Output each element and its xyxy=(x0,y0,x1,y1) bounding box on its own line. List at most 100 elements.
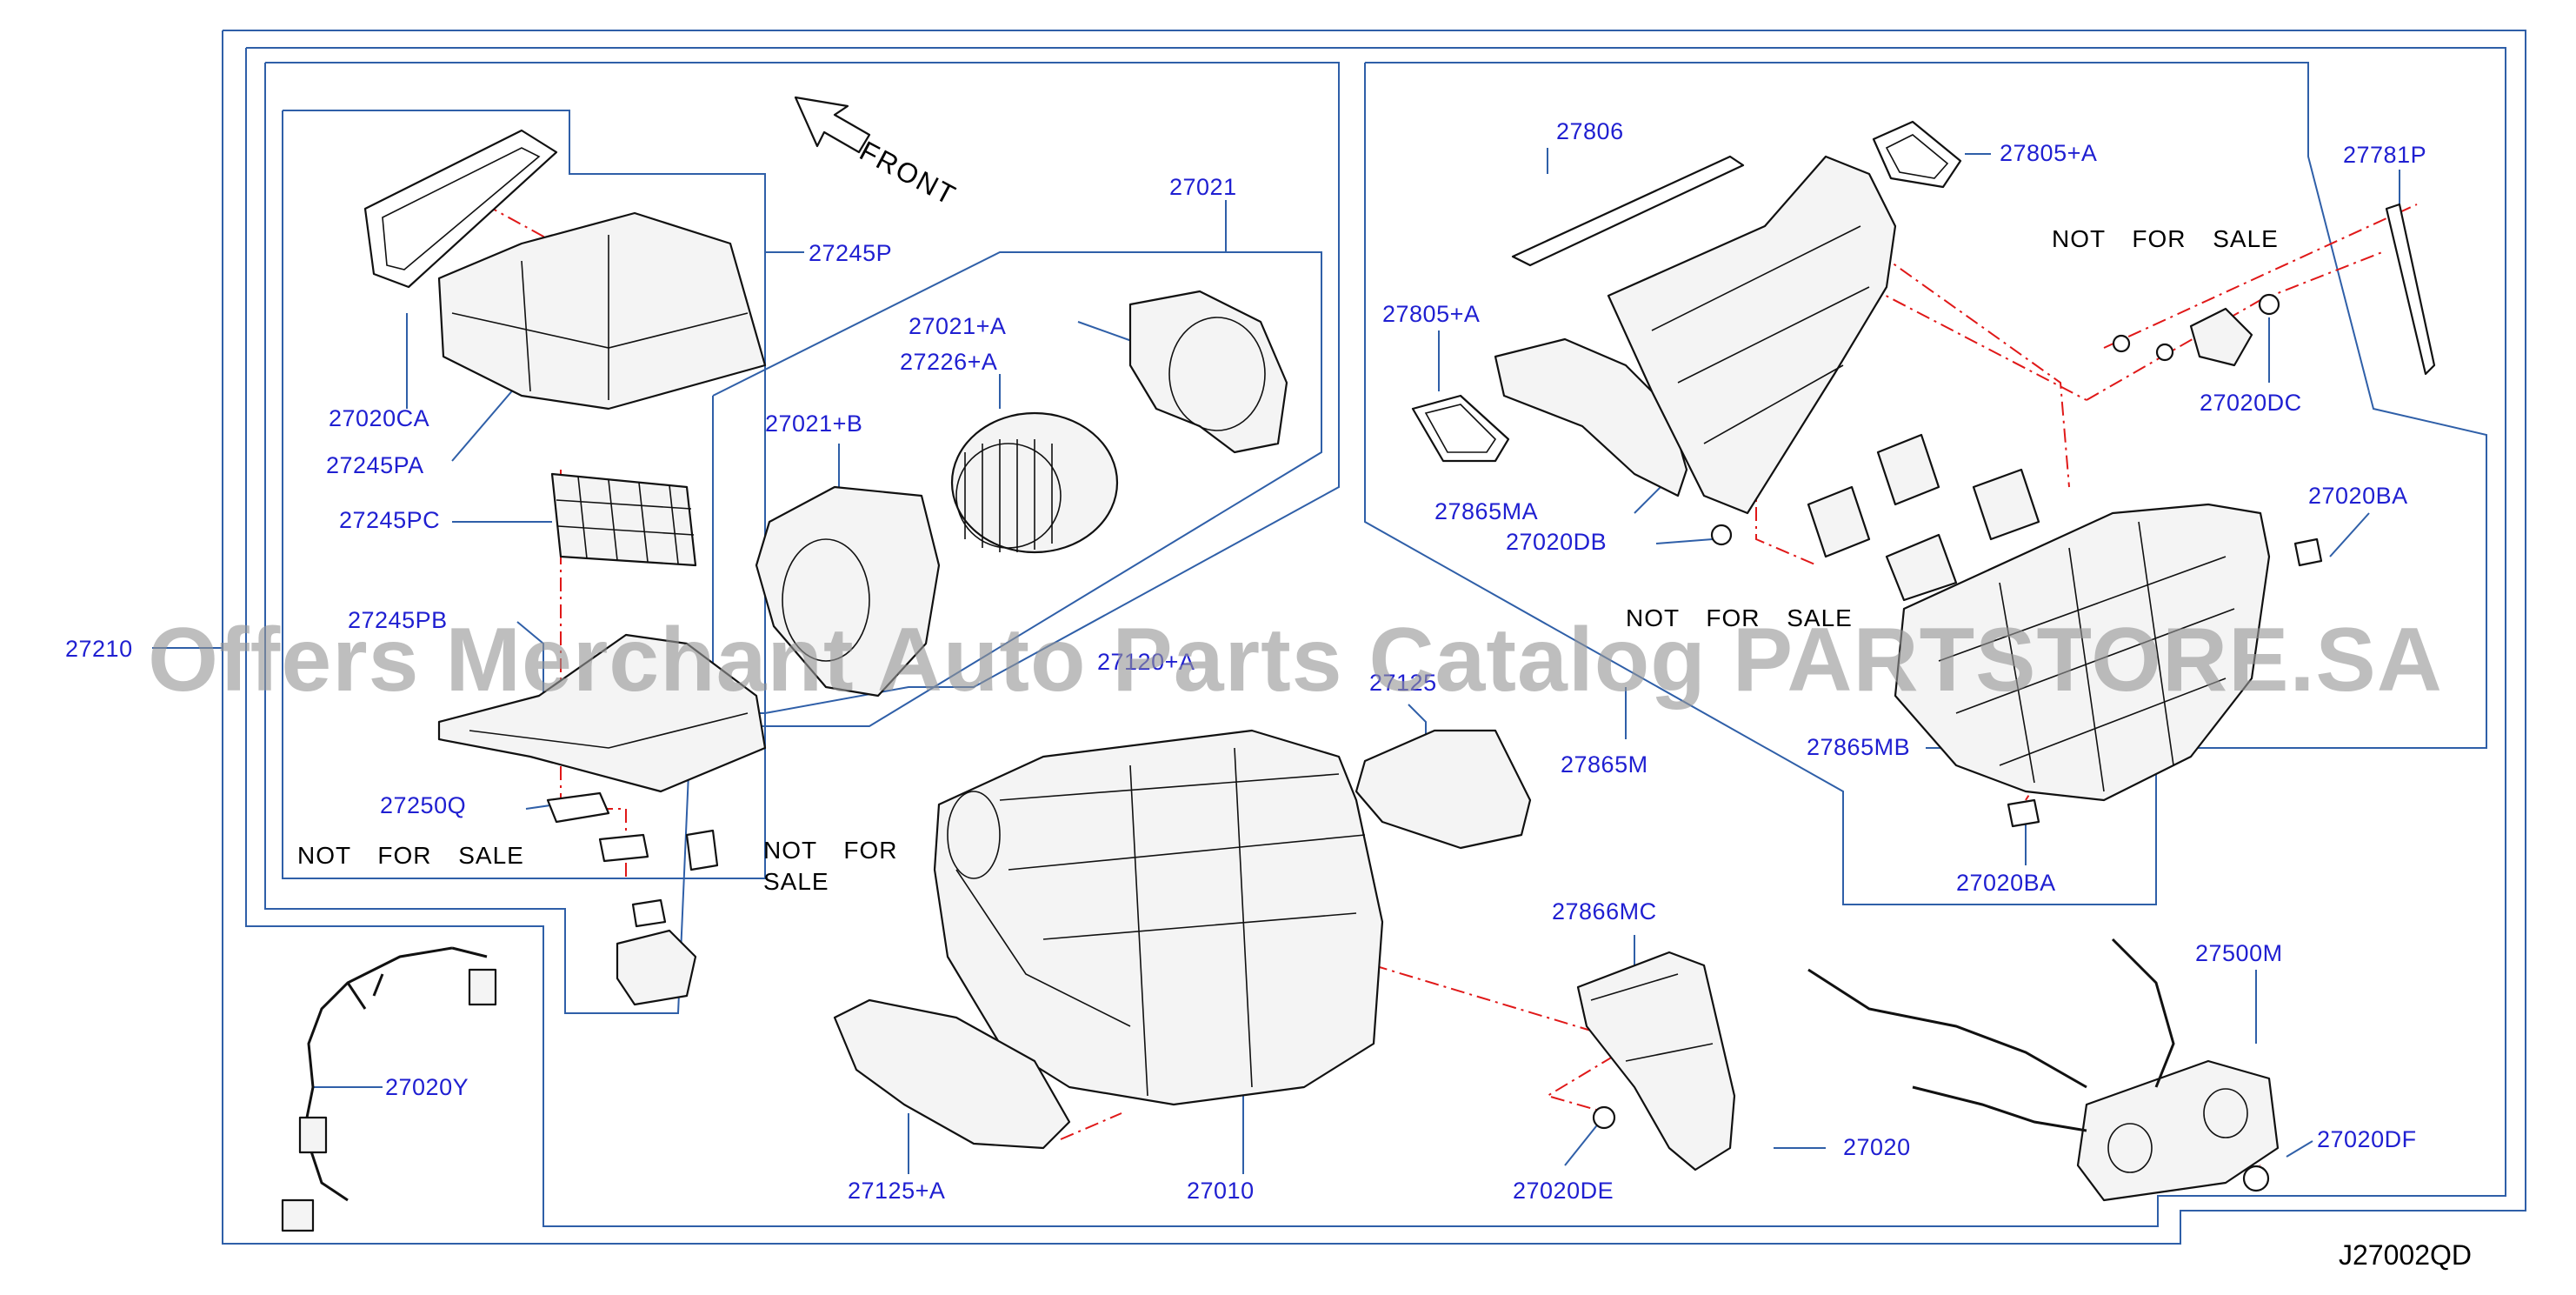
label-27120A: 27120+A xyxy=(1097,649,1195,675)
door-flap-icon xyxy=(1876,433,1940,506)
harness-27020Y-icon xyxy=(303,946,488,1202)
leader-27245PB xyxy=(516,621,544,713)
label-27245PC: 27245PC xyxy=(339,507,441,533)
label-27245P: 27245P xyxy=(809,240,893,266)
watermark: Offers Merchant Auto Parts Catalog PARTS… xyxy=(148,610,2443,711)
dash-line xyxy=(2260,251,2383,301)
lower-housing-27021B-icon xyxy=(755,485,941,698)
front-arrow-icon xyxy=(794,96,871,154)
label-27865MB: 27865MB xyxy=(1807,734,1911,760)
screw-27020DC-icon xyxy=(2258,293,2280,316)
bracket-icon xyxy=(685,829,719,871)
duct-27865MA-icon xyxy=(1494,337,1688,497)
leader-27021A xyxy=(1077,321,1140,344)
dash-line xyxy=(2103,204,2418,349)
label-27865MA: 27865MA xyxy=(1434,498,1539,524)
screw-icon xyxy=(2112,334,2131,353)
not-for-sale-note-4: NOT FOR SALE xyxy=(1626,604,1853,631)
housing-27245PB-icon xyxy=(437,633,767,793)
leader-27865MA xyxy=(1634,486,1661,514)
filter-27245PC-icon xyxy=(550,472,697,567)
duct-ribs xyxy=(1651,225,1870,444)
lower-housing-opening xyxy=(782,538,870,662)
duct-27866MC-icon xyxy=(1576,951,1736,1172)
gasket-inner xyxy=(382,147,541,270)
knob xyxy=(2203,1088,2248,1138)
label-27805A-top: 27805+A xyxy=(2000,140,2098,166)
label-27866MC: 27866MC xyxy=(1552,898,1657,925)
fan-blades xyxy=(964,439,1053,552)
seal-27806-icon xyxy=(1511,155,1745,267)
frame-evaporator-case xyxy=(1364,62,2487,905)
label-27020BA-bottom: 27020BA xyxy=(1956,870,2056,896)
leader-27020BA-top xyxy=(2329,512,2370,557)
clip-27250Q-icon xyxy=(546,791,610,824)
dash-line xyxy=(460,190,557,244)
scroll-housing-27021-icon xyxy=(1128,290,1288,454)
screw-27020DB-icon xyxy=(1710,524,1733,546)
label-27245PA: 27245PA xyxy=(326,452,424,478)
label-27781P: 27781P xyxy=(2343,142,2427,168)
gasket-27805A-top-icon xyxy=(1872,120,1962,189)
leader-27020DB xyxy=(1655,538,1714,544)
label-27250Q: 27250Q xyxy=(380,792,467,818)
label-27500M: 27500M xyxy=(2195,940,2283,966)
label-27020BA-top: 27020BA xyxy=(2308,483,2408,509)
label-27010: 27010 xyxy=(1187,1178,1255,1204)
not-for-sale-note-2a: NOT FOR xyxy=(763,837,898,864)
clip-27020BA-bottom-icon xyxy=(2007,798,2040,828)
duct-27125-icon xyxy=(1355,729,1532,850)
label-27020DC: 27020DC xyxy=(2200,390,2302,416)
label-27245PB: 27245PB xyxy=(348,607,448,633)
control-panel-27500M-icon xyxy=(2076,1059,2280,1202)
not-for-sale-note-2b: SALE xyxy=(763,868,829,895)
gasket-27805A-left-icon xyxy=(1411,394,1510,463)
label-27021B: 27021+B xyxy=(765,411,863,437)
label-27020DF: 27020DF xyxy=(2317,1126,2417,1152)
label-27125A: 27125+A xyxy=(848,1178,946,1204)
gasket-inner xyxy=(1885,134,1949,179)
heater-detail xyxy=(955,747,1366,1097)
housing-opening xyxy=(1168,317,1266,431)
label-27020CA: 27020CA xyxy=(329,405,430,431)
knob xyxy=(2107,1123,2153,1173)
duct-detail xyxy=(1590,973,1714,1062)
gasket-inner xyxy=(1424,404,1497,453)
leader-27020DE xyxy=(1564,1121,1601,1166)
door-flap-icon xyxy=(1885,533,1958,602)
case-grid xyxy=(1938,521,2235,792)
frame-inner-main xyxy=(245,47,2506,1227)
harness-connector xyxy=(298,1116,328,1154)
screw-27020DF-icon xyxy=(2242,1165,2270,1192)
case-detail xyxy=(451,235,749,400)
label-27210: 27210 xyxy=(65,636,133,662)
screw-clip-icon xyxy=(598,833,649,863)
not-for-sale-note-1: NOT FOR SALE xyxy=(297,842,524,869)
not-for-sale-note-3: NOT FOR SALE xyxy=(2052,225,2279,252)
heater-unit-27010-icon xyxy=(933,729,1384,1106)
clip-27020BA-top-icon xyxy=(2293,537,2323,567)
screw-27020DE-icon xyxy=(1592,1105,1616,1130)
harness-connector xyxy=(468,968,497,1006)
frame-outer-27210 xyxy=(222,30,2526,1245)
label-27021A: 27021+A xyxy=(909,313,1007,339)
label-27020: 27020 xyxy=(1843,1134,1911,1160)
dash-line xyxy=(1060,1112,1122,1140)
seal-27781P-icon xyxy=(2385,203,2436,376)
door-flap-icon xyxy=(1972,468,2040,541)
label-27021: 27021 xyxy=(1169,174,1237,200)
cable-27020-icon xyxy=(1807,938,2175,1132)
frame-filter-case xyxy=(282,110,766,879)
label-27226A: 27226+A xyxy=(900,349,998,375)
actuator-icon xyxy=(616,929,697,1006)
label-27020Y: 27020Y xyxy=(385,1074,469,1100)
dash-line xyxy=(1868,286,2087,401)
bracket-nfs-icon xyxy=(2189,307,2253,367)
label-27125: 27125 xyxy=(1369,670,1437,696)
label-27865M: 27865M xyxy=(1561,751,1648,778)
dash-line xyxy=(1373,965,1637,1114)
label-27806: 27806 xyxy=(1556,118,1624,144)
leader-27020DF xyxy=(2286,1140,2313,1158)
label-27805A-left: 27805+A xyxy=(1382,301,1481,327)
